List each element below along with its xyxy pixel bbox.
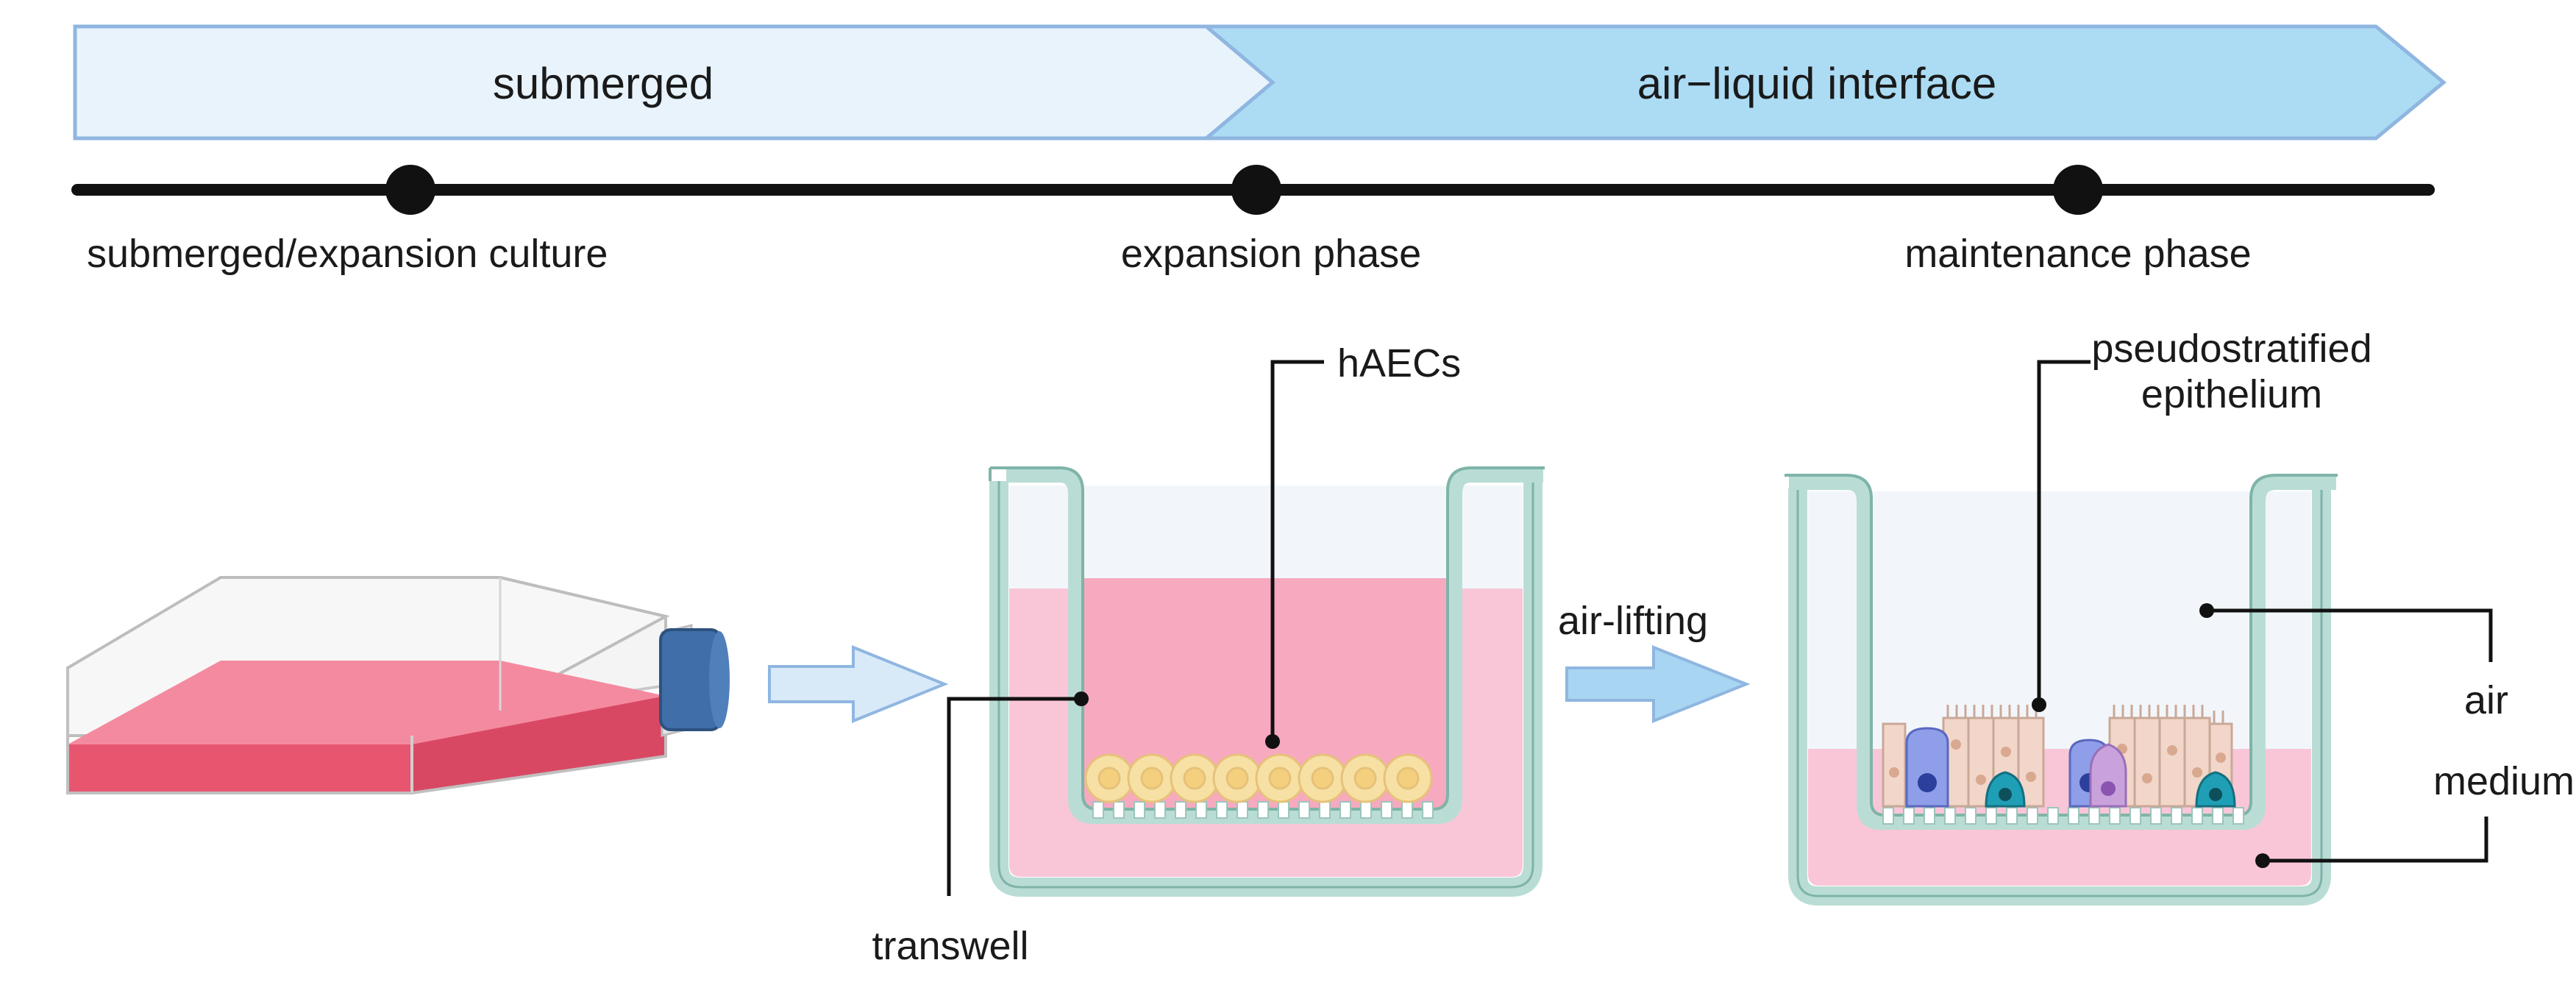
- haecs-pointer: [1270, 360, 1324, 742]
- timeline-label-expansion-phase: expansion phase: [1121, 232, 1421, 276]
- pseudostratified-label-line2: epithelium: [2141, 372, 2322, 416]
- timeline-point-maintenance: [2053, 165, 2103, 215]
- club-cell: [2089, 743, 2127, 808]
- timeline-point-submerged: [385, 165, 435, 215]
- well-2-air: [1808, 491, 2311, 750]
- air-pointer: [2207, 608, 2493, 662]
- membrane-1: [1092, 801, 1434, 819]
- air-pointer-dot: [2199, 603, 2214, 618]
- air-liquid-interface-label: air−liquid interface: [1637, 59, 1997, 108]
- transwell-ali: pseudostratified epithelium air medium: [1785, 327, 2575, 906]
- air-lifting-arrow: [1565, 645, 1751, 723]
- air-liquid-interface-banner: [1201, 24, 2447, 141]
- pseudostratified-pointer: [2037, 360, 2091, 705]
- well-1-insert-medium: [1081, 578, 1449, 811]
- air-label: air: [2464, 678, 2508, 722]
- transwell-insert-2: [1789, 475, 2336, 830]
- medium-label: medium: [2433, 759, 2575, 803]
- transwell-submerged: hAECs transwell: [872, 341, 1545, 968]
- pseudostratified-epithelium: [1882, 705, 2236, 808]
- membrane-2: [1882, 807, 2244, 825]
- flask-cap-end: [709, 631, 730, 728]
- pseudostratified-pointer-dot: [2032, 697, 2046, 712]
- outer-well-1-outline: [997, 481, 1534, 889]
- phase-banner: submerged air−liquid interface: [73, 24, 2447, 141]
- submerged-label: submerged: [493, 59, 714, 108]
- flask-medium-side: [412, 696, 666, 793]
- outer-well-2-outline: [1796, 488, 2323, 897]
- haecs-label: hAECs: [1337, 341, 1461, 385]
- transwell-label: transwell: [872, 924, 1028, 968]
- medium-pointer: [2263, 817, 2488, 863]
- haecs-pointer-dot: [1265, 734, 1280, 749]
- flask-to-transwell-arrow: [768, 645, 949, 723]
- air-lifting-label: air-lifting: [1558, 599, 1708, 643]
- haec-cells: [1084, 753, 1433, 803]
- basal-cells: [1985, 771, 2236, 808]
- well-1-air: [1009, 486, 1523, 590]
- transwell-pointer-dot: [1074, 691, 1089, 706]
- timeline: submerged/expansion culture expansion ph…: [71, 165, 2435, 276]
- flask-medium-surface: [68, 661, 666, 756]
- medium-pointer-dot: [2255, 853, 2270, 868]
- pseudostratified-label-line1: pseudostratified: [2091, 327, 2372, 371]
- transwell-insert-2-outline: [1785, 474, 2338, 817]
- transwell-pointer: [947, 697, 1081, 896]
- timeline-label-submerged-expansion: submerged/expansion culture: [87, 232, 608, 276]
- timeline-label-maintenance-phase: maintenance phase: [1904, 232, 2251, 276]
- timeline-point-expansion: [1231, 165, 1281, 215]
- culture-flask: [66, 576, 730, 794]
